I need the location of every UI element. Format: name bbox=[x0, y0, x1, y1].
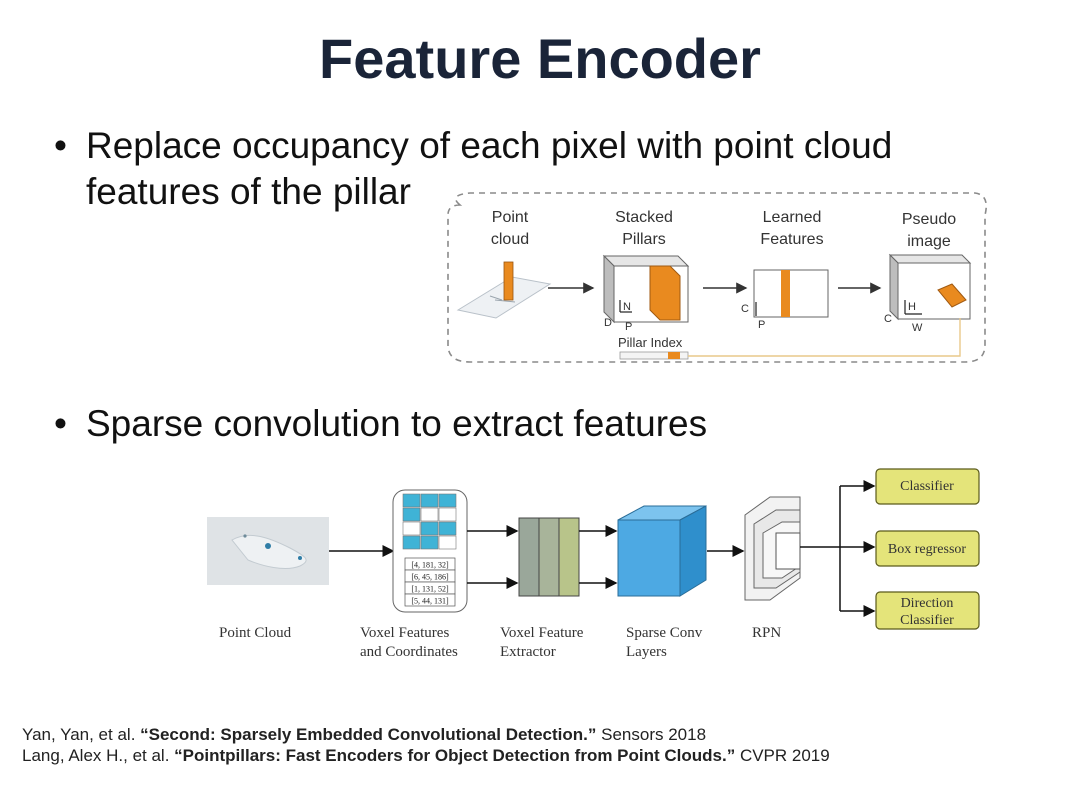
head-box-regressor: Box regressor bbox=[875, 530, 980, 567]
bullet-dot: • bbox=[54, 125, 67, 166]
stage-label-stacked-line-2: Pillars bbox=[622, 231, 666, 248]
coordinate-text: [4, 181, 32] bbox=[411, 561, 449, 570]
axis-w: W bbox=[912, 322, 923, 334]
voxel-cell bbox=[438, 535, 457, 550]
reference-2: Lang, Alex H., et al. “Pointpillars: Fas… bbox=[22, 745, 830, 766]
references: Yan, Yan, et al. “Second: Sparsely Embed… bbox=[22, 724, 830, 766]
slide-title: Feature Encoder bbox=[319, 27, 761, 90]
sparse-conv-cube bbox=[617, 505, 707, 597]
voxel-cell bbox=[420, 521, 439, 536]
stage-label-point-line-1: Point bbox=[492, 209, 529, 226]
stage-label-point-line-2: cloud bbox=[491, 231, 529, 248]
voxel-cell bbox=[402, 521, 421, 536]
point-cloud-icon bbox=[456, 261, 552, 319]
pillar-index-label: Pillar Index bbox=[618, 335, 683, 350]
head-direction-line-2: Classifier bbox=[900, 613, 954, 628]
voxel-cell bbox=[438, 521, 457, 536]
axis-d: D bbox=[604, 317, 612, 329]
voxel-cell bbox=[402, 493, 421, 508]
head-direction-classifier: Direction Classifier bbox=[875, 591, 980, 630]
reference-1-title: “Second: Sparsely Embedded Convolutional… bbox=[140, 725, 597, 744]
voxel-cell bbox=[402, 507, 421, 522]
voxel-cell bbox=[438, 507, 457, 522]
caption-sparse-conv-line-1: Sparse Conv bbox=[626, 625, 703, 641]
bullet-dot: • bbox=[54, 403, 67, 444]
caption-sparse-conv-line-2: Layers bbox=[626, 644, 667, 660]
axis-p-features: P bbox=[758, 319, 765, 331]
reference-2-title: “Pointpillars: Fast Encoders for Object … bbox=[174, 746, 736, 765]
caption-voxel-features-line-1: Voxel Features bbox=[360, 625, 449, 641]
axis-c-pseudo: C bbox=[884, 313, 892, 325]
voxel-cell bbox=[402, 535, 421, 550]
voxel-features-block: [4, 181, 32] [6, 45, 186] [1, 131, 52] [5, … bbox=[392, 489, 468, 613]
axis-p: P bbox=[625, 321, 632, 333]
reference-2-authors: Lang, Alex H., et al. bbox=[22, 746, 175, 765]
caption-extractor-line-1: Voxel Feature bbox=[500, 625, 584, 641]
learned-features-tensor bbox=[753, 269, 829, 318]
caption-extractor-line-2: Extractor bbox=[500, 644, 556, 660]
axis-h: H bbox=[908, 301, 916, 313]
voxel-feature-extractor bbox=[518, 517, 580, 597]
bullet-1-line-2: features of the pillar bbox=[86, 171, 411, 212]
pillar-index-feedback bbox=[688, 318, 961, 357]
reference-2-venue: CVPR 2019 bbox=[735, 746, 830, 765]
axis-c-features: C bbox=[741, 303, 749, 315]
reference-1-venue: Sensors 2018 bbox=[596, 725, 707, 744]
head-direction-line-1: Direction bbox=[901, 596, 954, 611]
head-classifier: Classifier bbox=[875, 468, 980, 505]
pointpillars-figure: Point cloud Stacked Pillars Learned Feat… bbox=[447, 192, 988, 363]
reference-1-authors: Yan, Yan, et al. bbox=[22, 725, 141, 744]
bullet-1-line-1: Replace occupancy of each pixel with poi… bbox=[86, 125, 893, 166]
stage-label-learned-line-2: Features bbox=[760, 231, 823, 248]
voxel-cell bbox=[438, 493, 457, 508]
voxel-cell bbox=[420, 507, 439, 522]
caption-voxel-features-line-2: and Coordinates bbox=[360, 644, 458, 660]
dashed-frame bbox=[447, 192, 988, 363]
rpn-block bbox=[744, 496, 801, 601]
point-cloud-image bbox=[207, 517, 329, 585]
coordinate-cell bbox=[404, 593, 456, 607]
voxel-cell bbox=[420, 493, 439, 508]
caption-rpn: RPN bbox=[752, 625, 781, 641]
reference-1: Yan, Yan, et al. “Second: Sparsely Embed… bbox=[22, 724, 830, 745]
coordinate-text: [1, 131, 52] bbox=[411, 585, 449, 594]
pseudo-image-tensor bbox=[888, 253, 972, 321]
voxel-cell bbox=[420, 535, 439, 550]
coordinate-text: [6, 45, 186] bbox=[411, 573, 449, 582]
coordinate-text: [5, 44, 131] bbox=[411, 597, 449, 606]
head-box-regressor-label: Box regressor bbox=[888, 542, 966, 557]
bullet-2-line-1: Sparse convolution to extract features bbox=[86, 403, 708, 444]
stacked-pillars-tensor bbox=[602, 254, 690, 324]
stage-label-pseudo-line-1: Pseudo bbox=[902, 211, 956, 228]
head-classifier-label: Classifier bbox=[900, 479, 954, 494]
axis-n: N bbox=[623, 301, 631, 313]
stage-label-learned-line-1: Learned bbox=[763, 209, 822, 226]
stage-label-stacked-line-1: Stacked bbox=[615, 209, 673, 226]
caption-point-cloud: Point Cloud bbox=[219, 625, 292, 641]
stage-label-pseudo-line-2: image bbox=[907, 233, 951, 250]
